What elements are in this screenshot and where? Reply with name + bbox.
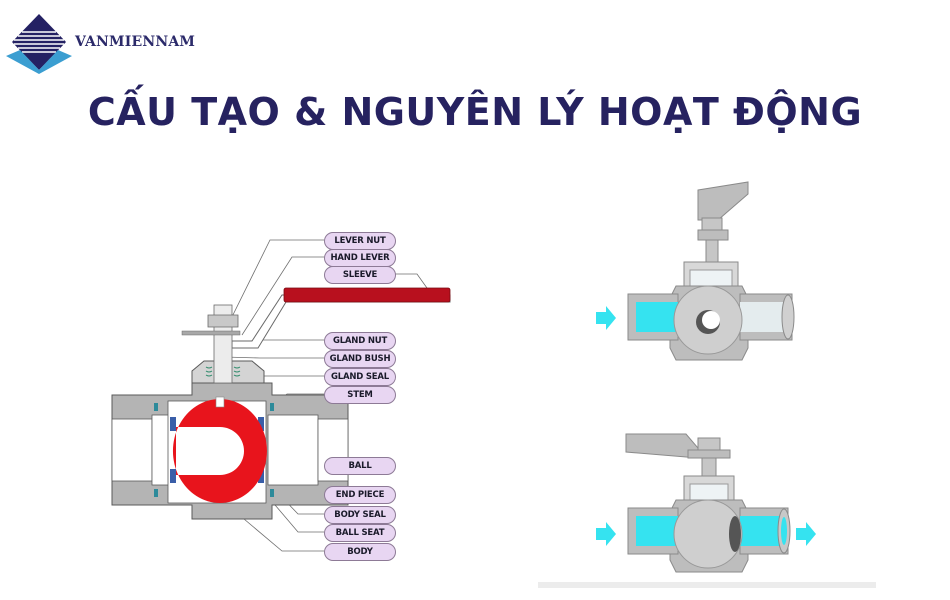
label-body: BODY	[324, 543, 396, 561]
ball-valve-cross-section-diagram: LEVER NUT HAND LEVER SLEEVE GLAND NUT GL…	[72, 183, 454, 565]
diamond-stripes-logo-icon	[6, 14, 72, 74]
label-stem: STEM	[324, 386, 396, 404]
inlet-arrow-icon	[596, 306, 616, 330]
brand-name: VANMIENNAM	[75, 34, 196, 50]
label-sleeve: SLEEVE	[324, 266, 396, 284]
valve-closed-diagram	[596, 181, 795, 361]
label-gland-bush: GLAND BUSH	[324, 350, 396, 368]
outlet-arrow-icon	[796, 522, 816, 546]
label-body-seal: BODY SEAL	[324, 506, 396, 524]
label-gland-nut: GLAND NUT	[324, 332, 396, 350]
label-ball: BALL	[324, 457, 396, 475]
valve-open-diagram	[596, 433, 816, 573]
label-ball-seat: BALL SEAT	[324, 524, 396, 542]
valve-section-drawing	[111, 239, 451, 552]
bottom-divider	[538, 582, 876, 588]
label-gland-seal: GLAND SEAL	[324, 368, 396, 386]
label-end-piece: END PIECE	[324, 486, 396, 504]
label-lever-nut: LEVER NUT	[324, 232, 396, 250]
page-title: CẤU TẠO & NGUYÊN LÝ HOẠT ĐỘNG	[87, 90, 863, 134]
inlet-arrow-icon	[596, 522, 616, 546]
label-hand-lever: HAND LEVER	[324, 249, 396, 267]
